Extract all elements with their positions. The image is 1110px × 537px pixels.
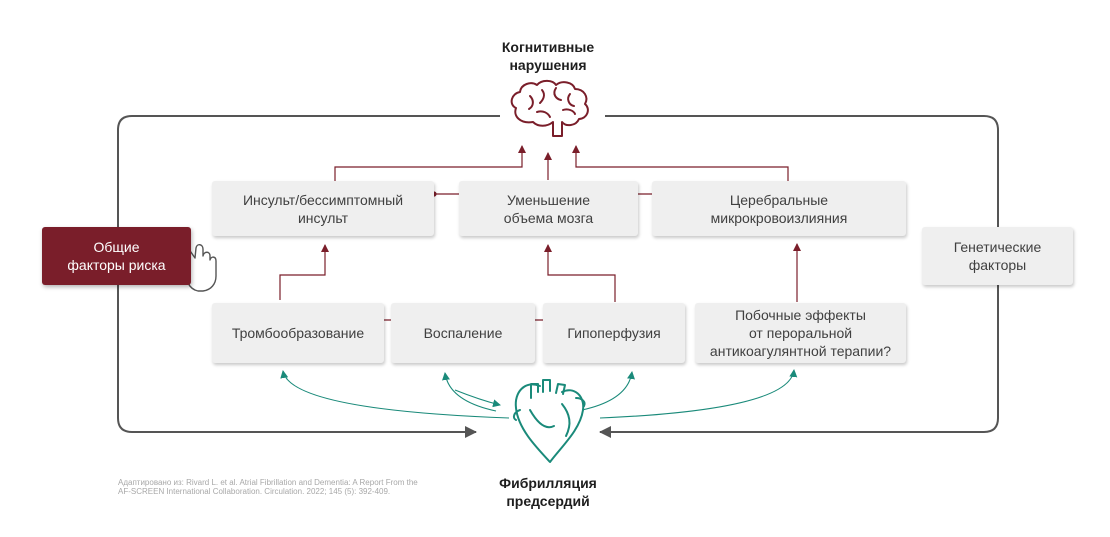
microbleeds-box: Церебральные микрокровоизлияния: [652, 181, 906, 236]
source-note: Адаптировано из: Rivard L. et al. Atrial…: [118, 478, 418, 496]
genetic-factors-box: Генетические факторы: [922, 227, 1073, 285]
stroke-box: Инсульт/бессимптомный инсульт: [212, 181, 434, 236]
anticoagulant-box: Побочные эффекты от пероральной антикоаг…: [695, 303, 906, 363]
cognitive-impairment-title: Когнитивные нарушения: [501, 39, 595, 73]
heart-icon: [512, 379, 586, 463]
inflammation-box: Воспаление: [391, 303, 535, 363]
teal-arrows: [280, 369, 798, 419]
thrombus-box: Тромбообразование: [212, 303, 384, 363]
brain-icon: [510, 79, 589, 137]
atrial-fibrillation-title: Фибрилляция предсердий: [499, 475, 597, 509]
common-risk-factors-box: Общие факторы риска: [42, 227, 191, 285]
brain-volume-box: Уменьшение объема мозга: [459, 181, 638, 236]
hypoperfusion-box: Гипоперфузия: [543, 303, 685, 363]
